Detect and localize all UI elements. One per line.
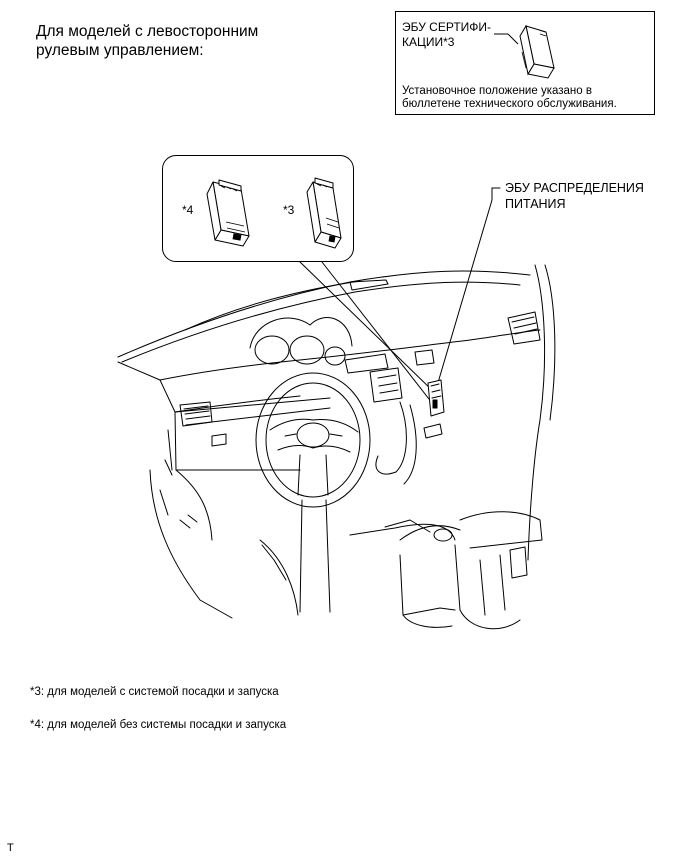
callout-leader-upper xyxy=(300,262,434,392)
certification-ecu-box: ЭБУ СЕРТИФИ- КАЦИИ*3 Установочное положе… xyxy=(395,11,655,115)
instrument-cluster xyxy=(250,318,352,348)
power-ecu-leader xyxy=(437,188,500,386)
left-air-vent xyxy=(180,402,212,426)
center-display xyxy=(370,368,402,402)
certification-ecu-note: Установочное положение указано в бюллете… xyxy=(402,85,654,110)
certification-ecu-label: ЭБУ СЕРТИФИ- КАЦИИ*3 xyxy=(402,20,491,50)
corner-mark: T xyxy=(7,842,14,854)
certification-ecu-label-line-2: КАЦИИ*3 xyxy=(402,35,455,49)
ecu-variant-illustrations xyxy=(206,177,342,249)
right-air-vent xyxy=(508,312,540,344)
ecu-variant-4-label: *4 xyxy=(182,203,194,217)
right-pillar xyxy=(528,265,545,560)
power-distribution-ecu-label: ЭБУ РАСПРЕДЕЛЕНИЯ ПИТАНИЯ xyxy=(505,180,644,212)
certification-ecu-note-line-2: бюллетене технического обслуживания. xyxy=(402,97,617,110)
steering-wheel xyxy=(256,373,370,612)
power-distribution-ecu-label-line-2: ПИТАНИЯ xyxy=(505,197,566,211)
center-console xyxy=(400,512,542,629)
certification-ecu-illustration xyxy=(494,24,555,79)
footnote-3: *3: для моделей с системой посадки и зап… xyxy=(30,686,279,698)
certification-ecu-note-line-1: Установочное положение указано в xyxy=(402,85,592,97)
certification-ecu-label-line-1: ЭБУ СЕРТИФИ- xyxy=(402,20,492,34)
power-distribution-ecu-label-line-1: ЭБУ РАСПРЕДЕЛЕНИЯ xyxy=(505,181,644,195)
callout-leader-lower xyxy=(322,262,436,408)
shift-console xyxy=(376,402,406,474)
power-distribution-ecu xyxy=(424,380,444,438)
center-vents xyxy=(345,354,388,373)
page-title: Для моделей с левосторонним рулевым упра… xyxy=(36,22,336,60)
title-line-2: рулевым управлением: xyxy=(36,42,204,59)
ecu-variant-callout: *4 *3 xyxy=(162,155,354,262)
dash-top-contour xyxy=(118,271,530,357)
title-line-1: Для моделей с левосторонним xyxy=(36,23,259,40)
footnote-4: *4: для моделей без системы посадки и за… xyxy=(30,719,287,731)
dash-top-inner xyxy=(122,282,520,362)
ecu-variant-3-label: *3 xyxy=(283,203,295,217)
